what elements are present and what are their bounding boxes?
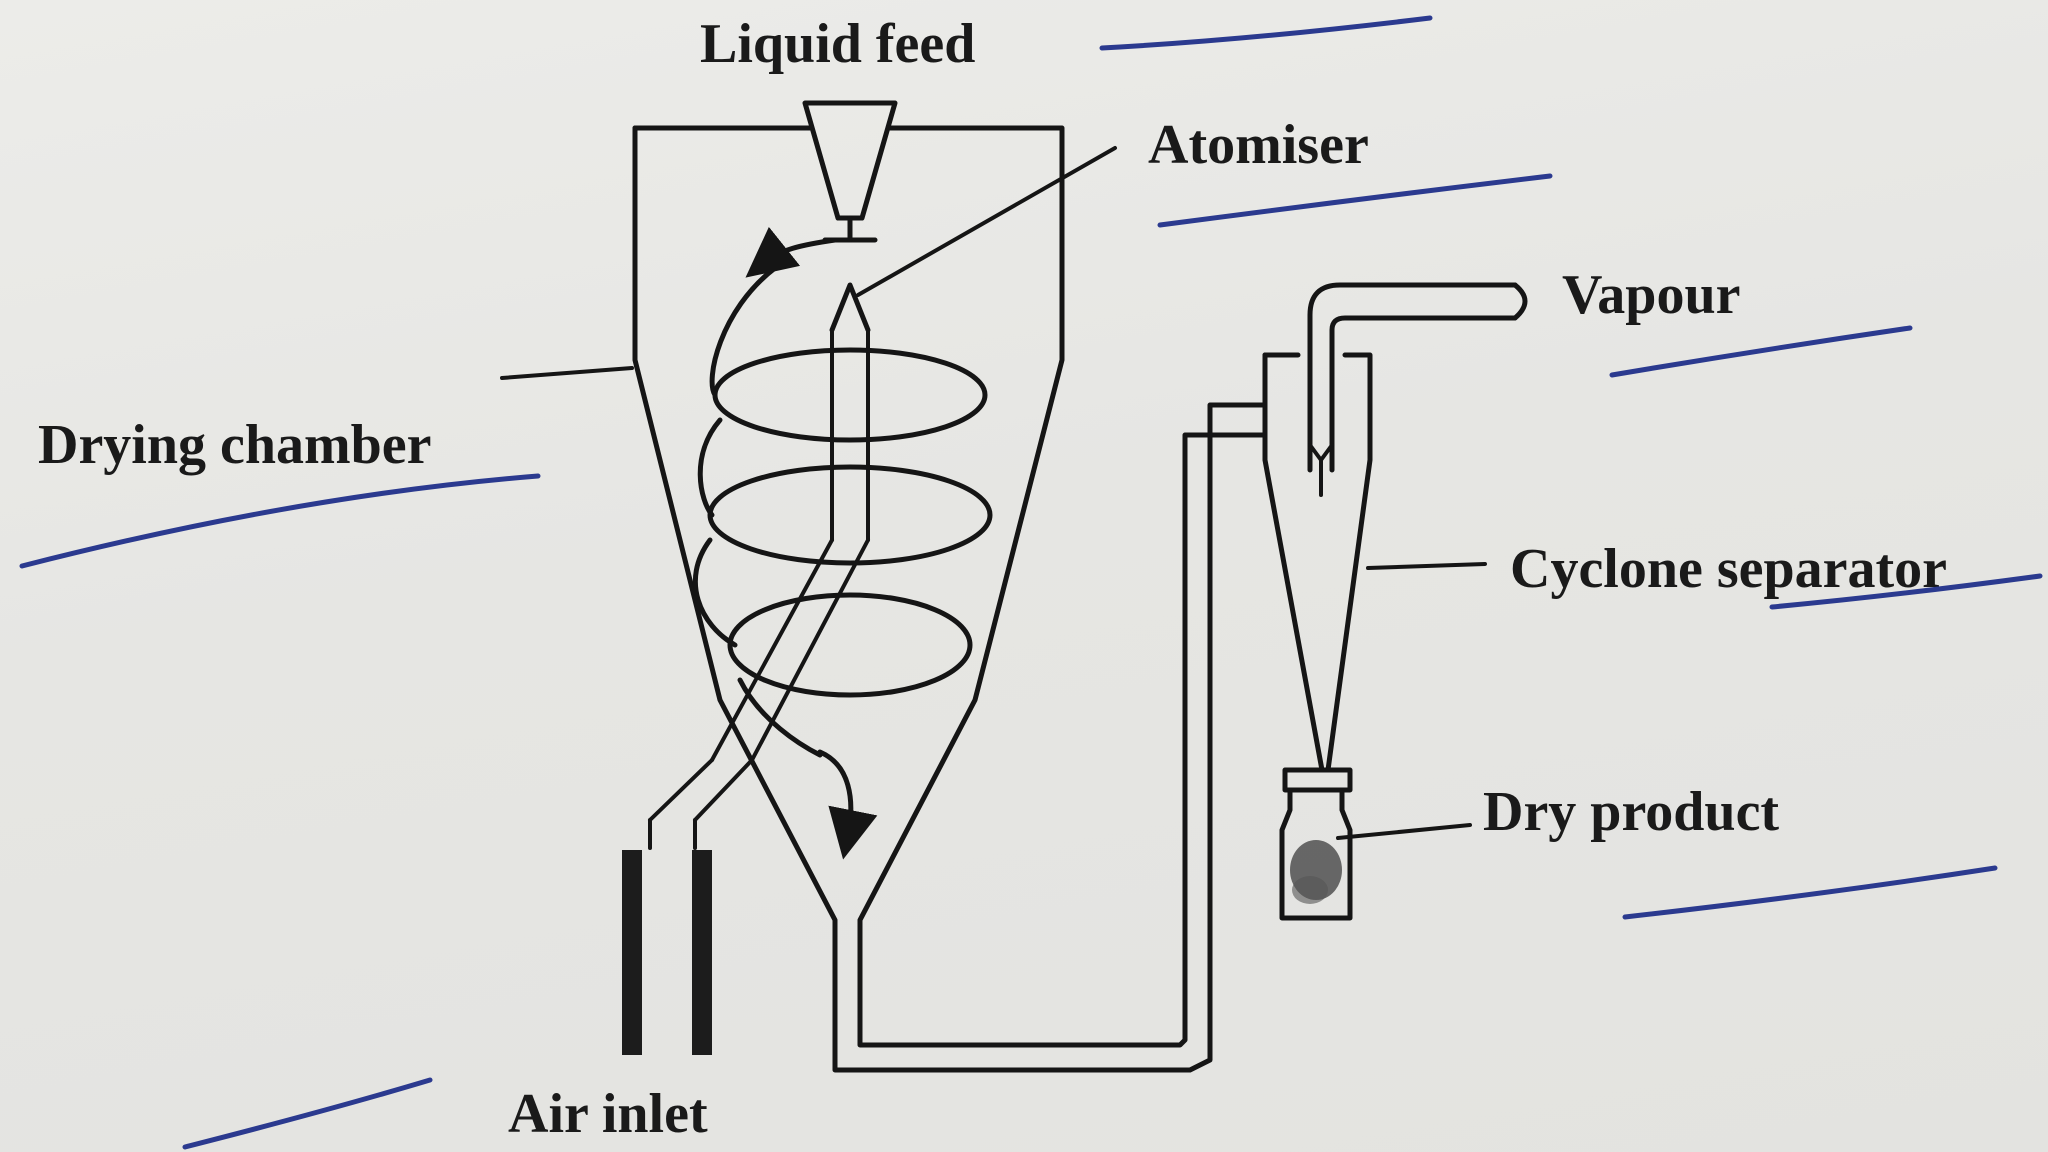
pen-underline: [1099, 15, 1433, 51]
air-inlet-pipes: [622, 758, 754, 1055]
atomiser-feed-pipe: [710, 282, 871, 762]
label-air-inlet: Air inlet: [508, 1083, 708, 1145]
pen-underline: [19, 473, 541, 569]
vapour-outlet-pipe: [1307, 282, 1528, 497]
pen-underline: [182, 1077, 433, 1150]
atomiser-nozzle: [802, 100, 898, 243]
pen-underline: [1609, 325, 1913, 378]
pen-underlines: [19, 15, 2043, 1150]
pen-underline: [1769, 573, 2043, 610]
air-spiral: [692, 226, 993, 860]
label-cyclone-separator: Cyclone separator: [1510, 538, 1947, 600]
label-atomiser: Atomiser: [1148, 114, 1369, 176]
pen-underline: [1157, 173, 1553, 228]
label-dry-product: Dry product: [1483, 781, 1779, 843]
label-vapour: Vapour: [1562, 264, 1740, 326]
pen-underline: [1622, 865, 1998, 920]
pointer-lines: [500, 146, 1487, 840]
cyclone-separator: [1262, 352, 1373, 921]
label-liquid-feed: Liquid feed: [700, 13, 975, 75]
label-drying-chamber: Drying chamber: [38, 414, 432, 476]
drying-chamber: [632, 125, 1268, 1073]
